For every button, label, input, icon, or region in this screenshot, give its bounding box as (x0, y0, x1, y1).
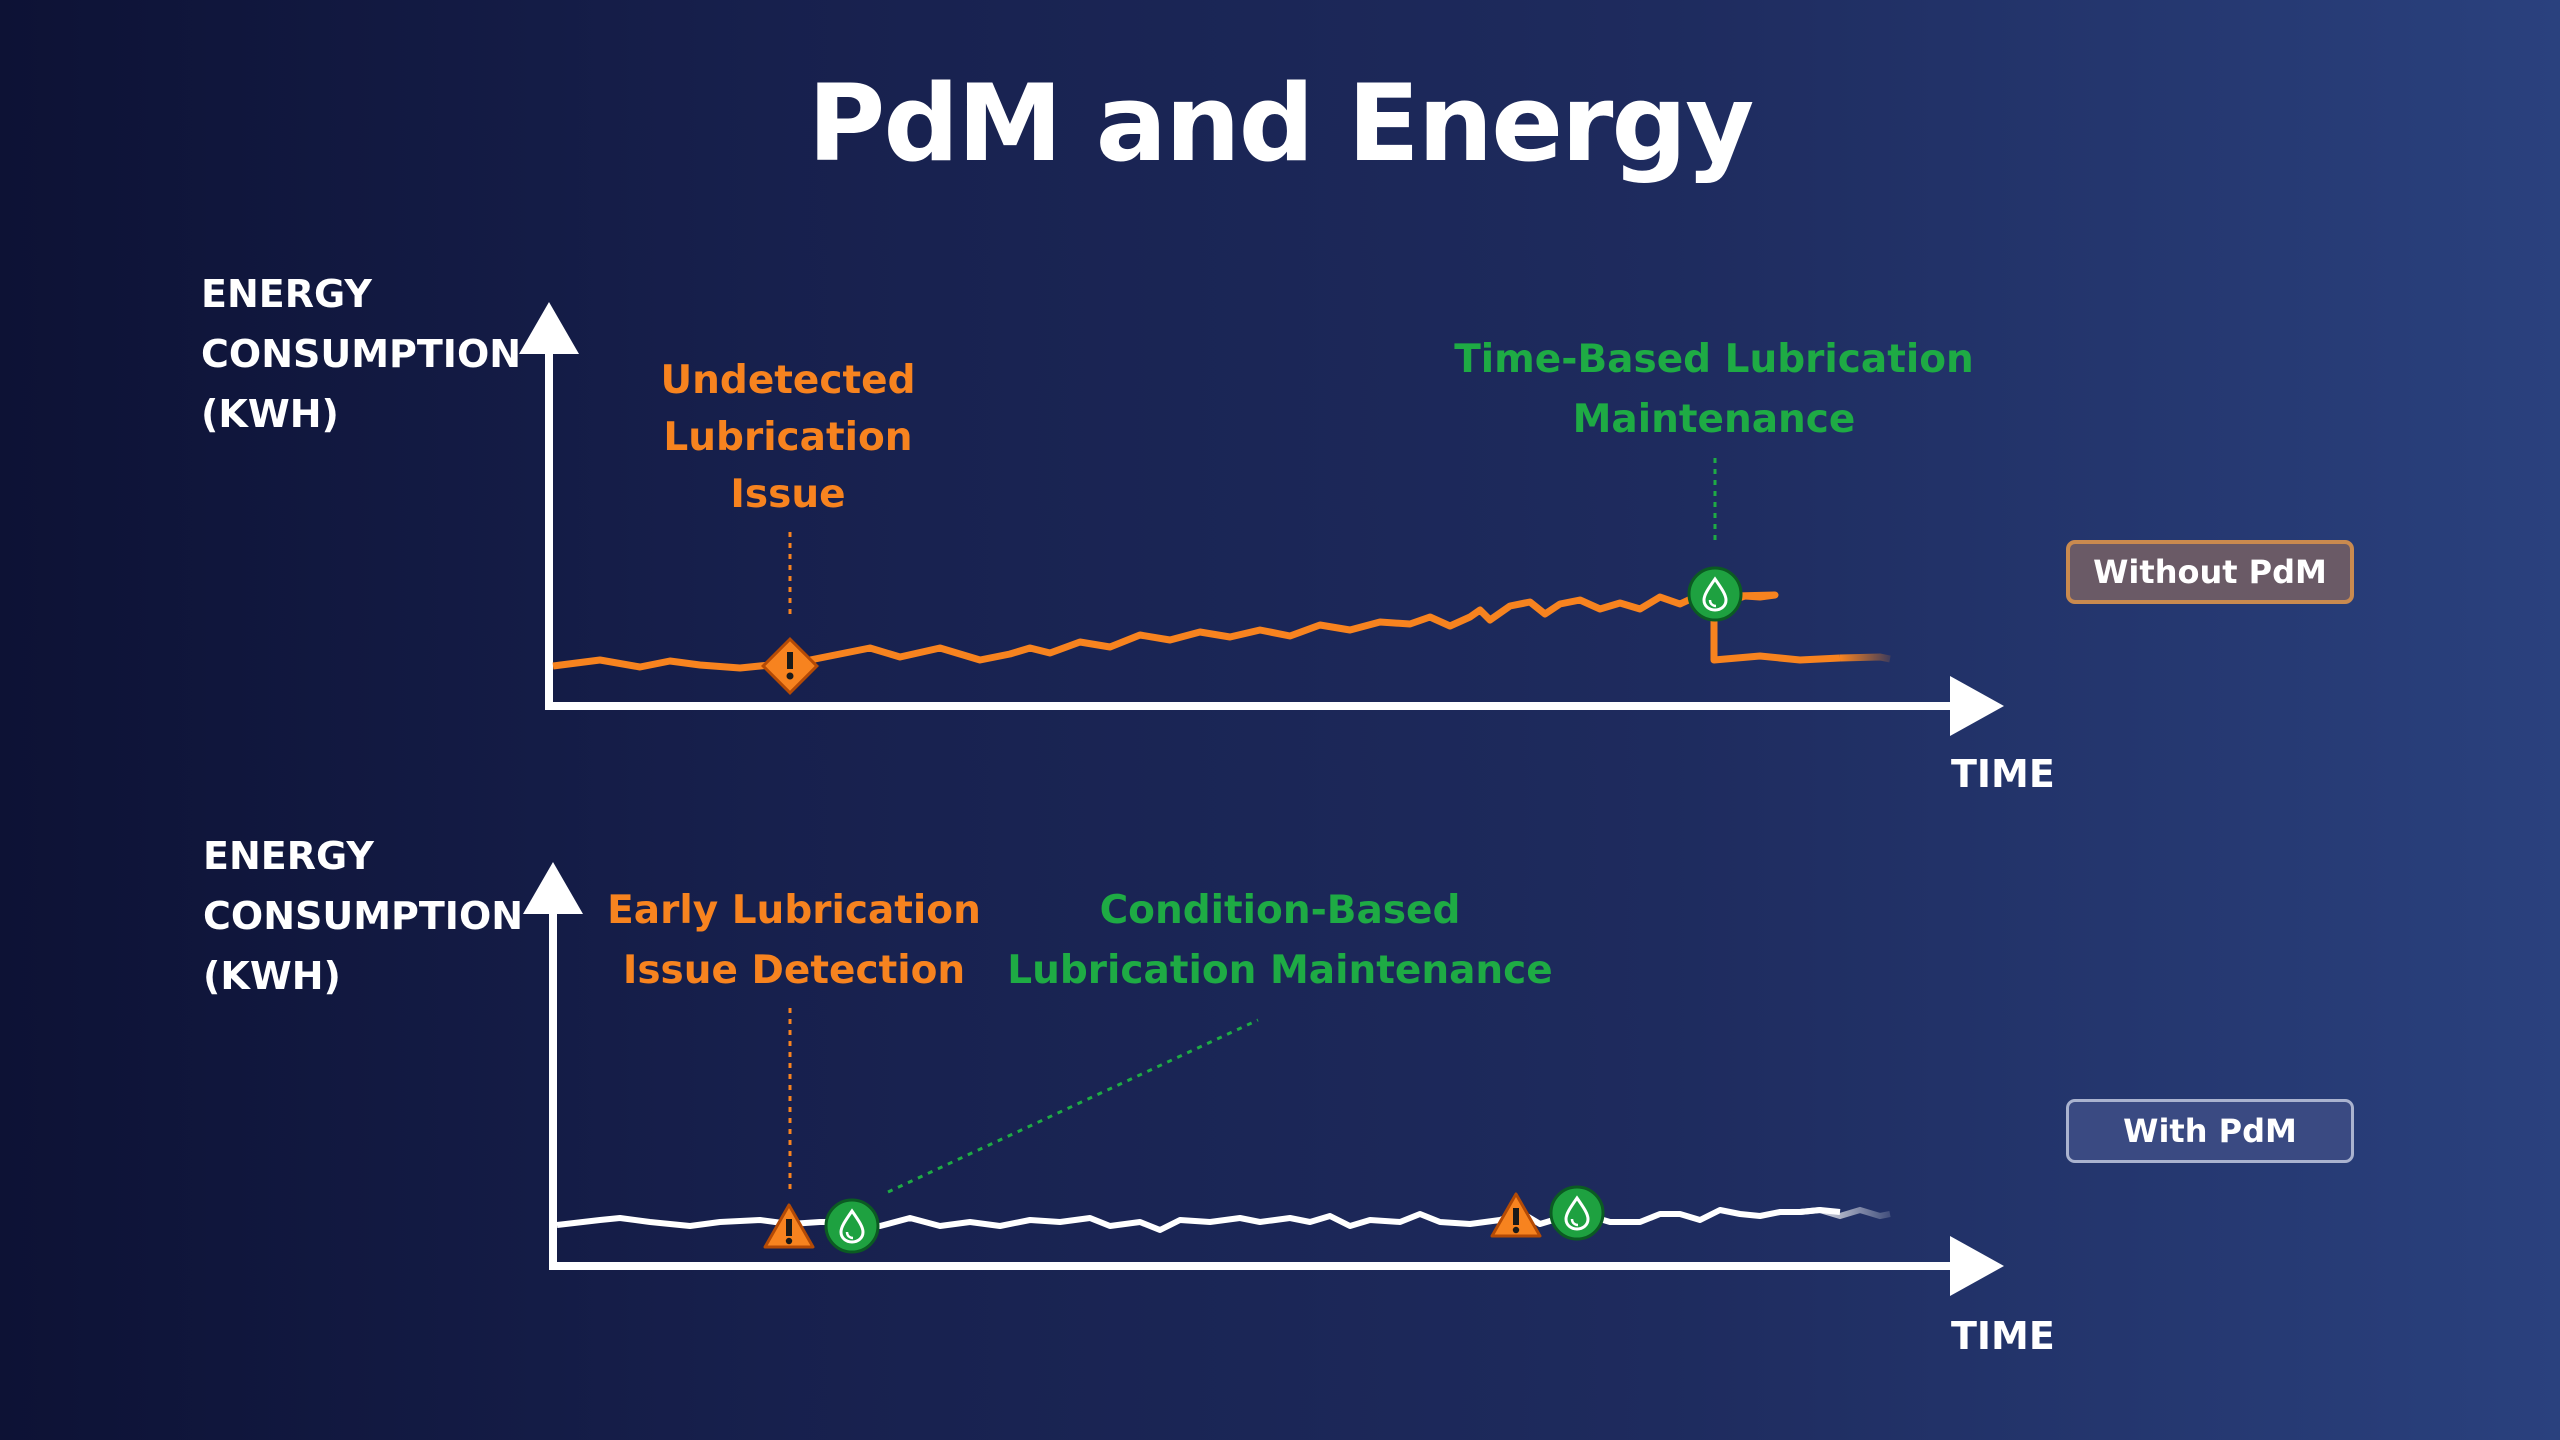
warning-triangle-icon (763, 1203, 815, 1249)
bottom-x-axis-label: TIME (1951, 1314, 2055, 1358)
bottom-annotation-condition-based-maintenance-text: Condition-Based Lubrication Maintenance (1007, 888, 1553, 993)
top-annotation-undetected-issue-text: Undetected Lubrication Issue (660, 358, 916, 517)
top-energy-line (552, 591, 1779, 672)
bottom-chart (523, 862, 2004, 1296)
bottom-annotation-early-detection-text: Early Lubrication Issue Detection (607, 888, 981, 993)
bottom-y-axis-label: ENERGY CONSUMPTION (KWH) (203, 826, 523, 1006)
oil-drop-icon (1687, 566, 1743, 622)
bottom-y-axis-label-line: CONSUMPTION (203, 894, 524, 938)
top-annotation-time-based-maintenance: Time-Based Lubrication Maintenance (1414, 330, 2014, 450)
bottom-y-axis-arrowhead (523, 862, 583, 914)
top-chart (519, 302, 2004, 736)
top-y-axis-arrowhead (519, 302, 579, 354)
bottom-y-axis-label-line: ENERGY (203, 834, 374, 878)
bottom-annotation-early-detection: Early Lubrication Issue Detection (574, 881, 1014, 1001)
bottom-leader-condition-based (887, 1018, 1259, 1194)
top-x-axis-label: TIME (1951, 752, 2055, 796)
bottom-annotation-condition-based-maintenance: Condition-Based Lubrication Maintenance (1000, 881, 1560, 1001)
top-energy-line-tail (1710, 612, 1841, 664)
top-x-axis-arrowhead (1950, 676, 2004, 736)
top-annotation-undetected-issue: Undetected Lubrication Issue (618, 352, 958, 523)
top-y-axis-label-line: CONSUMPTION (201, 332, 522, 376)
top-y-axis-label-line: (KWH) (201, 392, 339, 436)
page-title: PdM and Energy (807, 62, 1755, 185)
bottom-y-axis-label-line: (KWH) (203, 954, 341, 998)
top-y-axis-label-line: ENERGY (201, 272, 372, 316)
bottom-x-axis-arrowhead (1950, 1236, 2004, 1296)
top-annotation-time-based-maintenance-text: Time-Based Lubrication Maintenance (1454, 337, 1974, 442)
top-y-axis-label: ENERGY CONSUMPTION (KWH) (201, 264, 521, 444)
without-pdm-badge: Without PdM (2066, 540, 2354, 604)
warning-triangle-icon (1490, 1192, 1542, 1238)
oil-drop-icon (824, 1198, 880, 1254)
bottom-energy-line (556, 1207, 1841, 1233)
oil-drop-icon (1549, 1185, 1605, 1241)
top-energy-line-fade (1839, 653, 1891, 663)
warning-diamond-icon (761, 637, 819, 695)
with-pdm-badge: With PdM (2066, 1099, 2354, 1163)
bottom-energy-line-fade (1799, 1206, 1891, 1220)
